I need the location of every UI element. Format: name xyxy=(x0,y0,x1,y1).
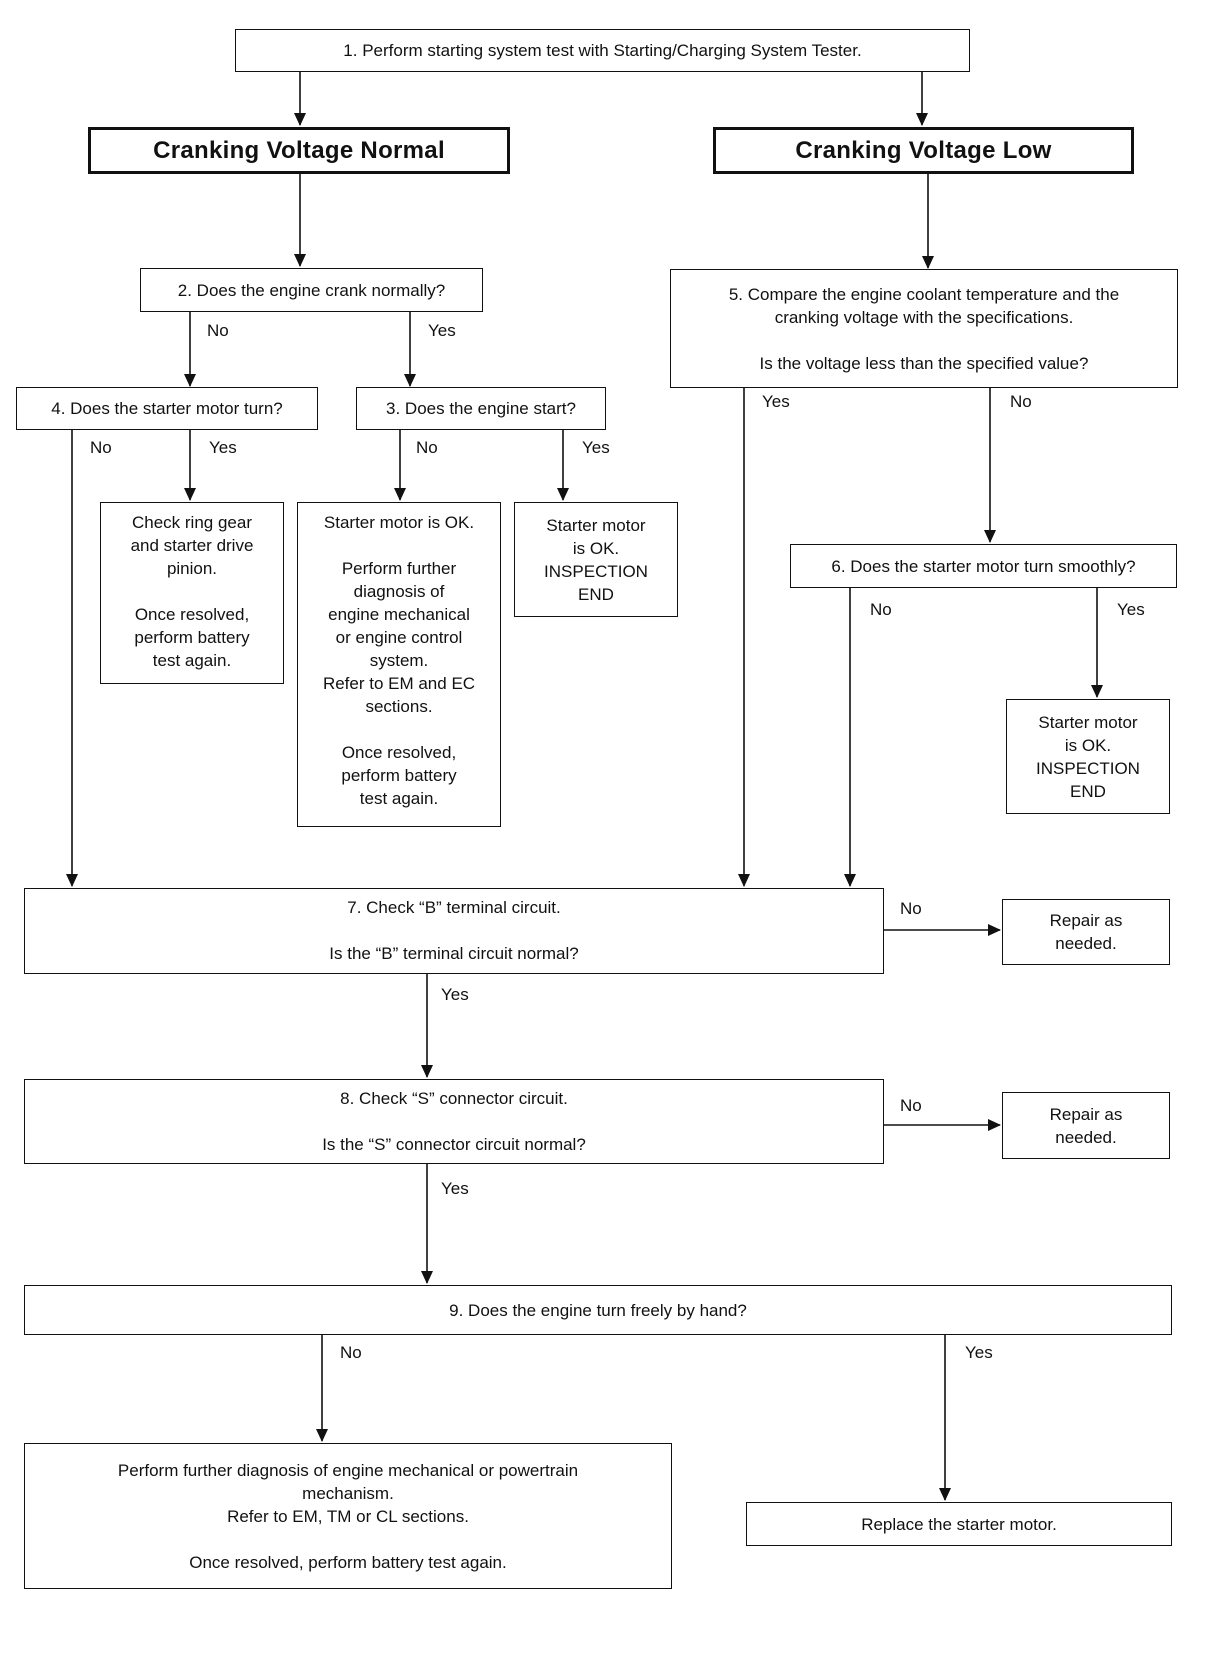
step-6-box: 6. Does the starter motor turn smoothly? xyxy=(790,544,1177,588)
box-text-line: test again. xyxy=(359,789,439,808)
box-text-line: Starter motor xyxy=(546,515,646,535)
step-7-box: 7. Check “B” terminal circuit. Is the “B”… xyxy=(24,888,884,974)
box-text-line: INSPECTION xyxy=(544,561,648,581)
step-1-box: 1. Perform starting system test with Sta… xyxy=(235,29,970,72)
starter-ok-inspection-end-box-1: Starter motor is OK. INSPECTION END xyxy=(514,502,678,617)
box-text-line: and starter drive xyxy=(130,536,254,555)
box-text-line: Replace the starter motor. xyxy=(861,1514,1057,1534)
box-text-line: END xyxy=(578,584,614,604)
label-s4-yes: Yes xyxy=(209,438,237,457)
starter-ok-further-diagnosis-box: Starter motor is OK. Perform further diagn… xyxy=(297,502,501,827)
step-5-box: 5. Compare the engine coolant temperatur… xyxy=(670,269,1178,388)
box-text-line: Once resolved, xyxy=(134,605,250,624)
label-s4-no: No xyxy=(90,438,112,457)
label-s9-yes: Yes xyxy=(965,1343,993,1362)
box-text-line: test again. xyxy=(152,651,232,670)
box-text-line: perform battery xyxy=(341,766,457,785)
box-text-line: 9. Does the engine turn freely by hand? xyxy=(449,1300,747,1320)
box-text-line: 5. Compare the engine coolant temperatur… xyxy=(728,284,1120,304)
step-4-box: 4. Does the starter motor turn? xyxy=(16,387,318,430)
box-text-line: 6. Does the starter motor turn smoothly? xyxy=(831,556,1136,576)
label-s9-no: No xyxy=(340,1343,362,1362)
box-text-line: diagnosis of xyxy=(353,582,445,601)
check-ring-gear-box: Check ring gear and starter drive pinion. O… xyxy=(100,502,284,684)
box-text-line: Repair as xyxy=(1049,911,1123,930)
box-text-line: Is the “B” terminal circuit normal? xyxy=(329,944,579,963)
box-text-line: needed. xyxy=(1055,934,1117,953)
box-text-line: Once resolved, perform battery test agai… xyxy=(189,1552,507,1572)
repair-as-needed-box-2: Repair as needed. xyxy=(1002,1092,1170,1159)
box-text-line: 4. Does the starter motor turn? xyxy=(51,399,283,418)
cranking-voltage-low-box: Cranking Voltage Low xyxy=(713,127,1134,174)
label-s6-yes: Yes xyxy=(1117,600,1145,619)
box-text-line: is OK. xyxy=(572,538,620,558)
further-diagnosis-box: Perform further diagnosis of engine mech… xyxy=(24,1443,672,1589)
label-s3-yes: Yes xyxy=(582,438,610,457)
step-9-box: 9. Does the engine turn freely by hand? xyxy=(24,1285,1172,1335)
repair-as-needed-box-1: Repair as needed. xyxy=(1002,899,1170,965)
label-s7-yes: Yes xyxy=(441,985,469,1004)
box-text-line: Perform further diagnosis of engine mech… xyxy=(117,1460,579,1480)
box-text-line: is OK. xyxy=(1064,735,1112,755)
step-2-box: 2. Does the engine crank normally? xyxy=(140,268,483,312)
box-text-line: Cranking Voltage Normal xyxy=(153,137,445,164)
box-text-line: Starter motor xyxy=(1038,712,1138,732)
cranking-voltage-normal-box: Cranking Voltage Normal xyxy=(88,127,510,174)
label-s8-yes: Yes xyxy=(441,1179,469,1198)
box-text-line: system. xyxy=(369,651,429,670)
box-text-line: perform battery xyxy=(134,628,250,647)
box-text-line: Repair as xyxy=(1049,1104,1123,1124)
box-text-line: sections. xyxy=(365,697,433,716)
box-text-line: 2. Does the engine crank normally? xyxy=(177,280,446,300)
box-text-line: Once resolved, xyxy=(341,743,457,762)
label-s5-yes: Yes xyxy=(762,392,790,411)
label-s2-yes: Yes xyxy=(428,321,456,340)
box-text-line: Refer to EM and EC xyxy=(322,674,476,693)
box-text-line: Perform further xyxy=(341,559,457,578)
box-text-line: 3. Does the engine start? xyxy=(386,399,576,418)
box-text-line: Refer to EM, TM or CL sections. xyxy=(227,1506,469,1526)
box-text-line: cranking voltage with the specifications… xyxy=(774,307,1074,327)
label-s6-no: No xyxy=(870,600,892,619)
box-text-line: needed. xyxy=(1055,1127,1117,1147)
box-text-line: Is the voltage less than the specified v… xyxy=(759,353,1089,373)
label-s7-no: No xyxy=(900,899,922,918)
box-text-line: END xyxy=(1070,781,1106,801)
label-s2-no: No xyxy=(207,321,229,340)
box-text-line: 1. Perform starting system test with Sta… xyxy=(343,41,862,60)
box-text-line: Is the “S” connector circuit normal? xyxy=(322,1135,586,1154)
box-text-line: Check ring gear xyxy=(131,513,252,532)
label-s3-no: No xyxy=(416,438,438,457)
box-text-line: or engine control xyxy=(335,628,463,647)
label-s8-no: No xyxy=(900,1096,922,1115)
step-8-box: 8. Check “S” connector circuit. Is the “S… xyxy=(24,1079,884,1164)
step-3-box: 3. Does the engine start? xyxy=(356,387,606,430)
box-text-line: INSPECTION xyxy=(1036,758,1140,778)
starter-ok-inspection-end-box-2: Starter motor is OK. INSPECTION END xyxy=(1006,699,1170,814)
replace-starter-motor-box: Replace the starter motor. xyxy=(746,1502,1172,1546)
box-text-line: pinion. xyxy=(166,559,218,578)
box-text-line: Cranking Voltage Low xyxy=(795,137,1052,164)
box-text-line: Starter motor is OK. xyxy=(323,513,475,532)
box-text-line: engine mechanical xyxy=(328,605,470,624)
label-s5-no: No xyxy=(1010,392,1032,411)
box-text-line: 8. Check “S” connector circuit. xyxy=(340,1089,568,1108)
box-text-line: 7. Check “B” terminal circuit. xyxy=(347,898,561,917)
box-text-line: mechanism. xyxy=(302,1483,394,1503)
